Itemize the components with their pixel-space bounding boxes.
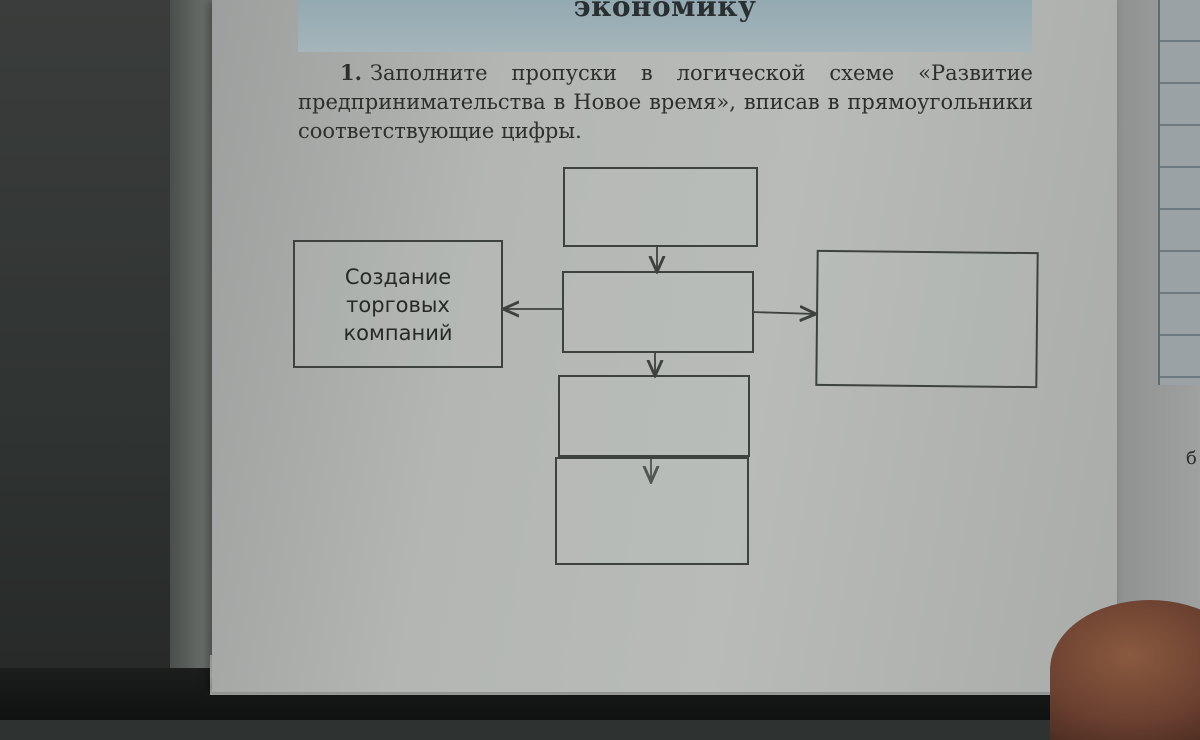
arrow-center-to-right <box>751 312 816 314</box>
diagram-box-bottom[interactable] <box>555 457 749 565</box>
diagram-box-left-label: Создание торговых компаний <box>343 265 453 345</box>
workbook-page <box>212 0 1117 692</box>
diagram-box-top[interactable] <box>563 167 758 247</box>
right-page-table <box>1158 0 1200 385</box>
task-instruction: Заполните пропуски в логической схеме «Р… <box>298 61 1033 143</box>
right-page-letter: б <box>1186 448 1197 469</box>
page-header-title: экономику <box>573 0 757 23</box>
diagram-box-left[interactable] <box>293 240 503 368</box>
header-band <box>298 0 1032 52</box>
task-number: 1. <box>340 60 362 85</box>
diagram-arrows <box>0 246 1200 720</box>
diagram-box-right[interactable] <box>815 249 1039 389</box>
diagram-box-center[interactable] <box>562 271 754 353</box>
diagram-box-lower[interactable] <box>558 375 750 457</box>
task-text: 1.Заполните пропуски в логической схеме … <box>298 58 1033 146</box>
finger <box>1050 600 1200 740</box>
